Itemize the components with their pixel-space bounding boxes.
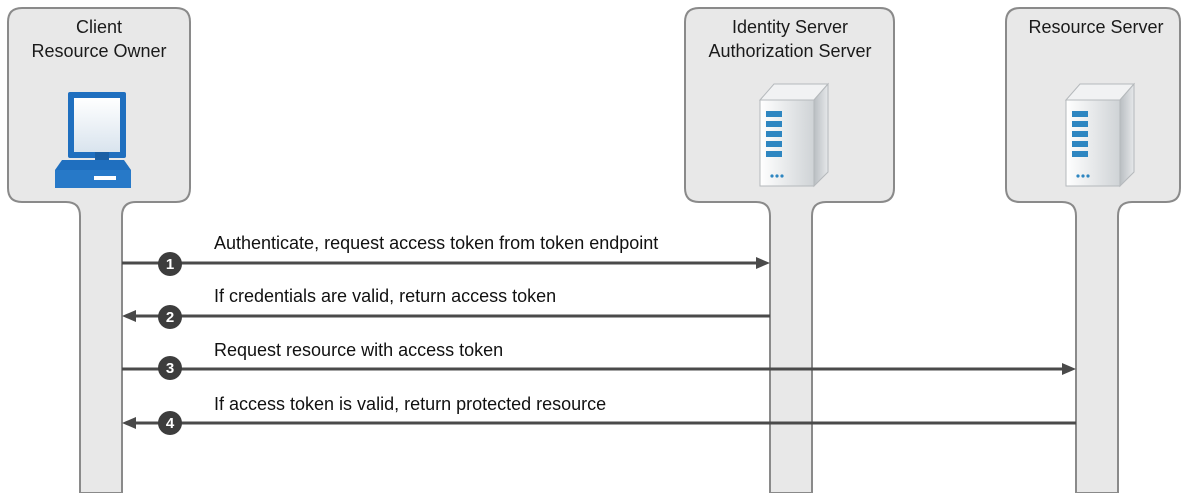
identity-title-line1: Identity Server [732,17,848,37]
message-label-4: If access token is valid, return protect… [214,394,606,414]
message-4: 4 If access token is valid, return prote… [122,394,1076,435]
client-title-line2: Resource Owner [31,41,166,61]
step-badge-4 [158,411,182,435]
message-label-3: Request resource with access token [214,340,503,360]
step-number-4: 4 [166,415,175,432]
lane-resource-server [1005,7,1181,493]
message-2: 2 If credentials are valid, return acces… [122,286,770,329]
resource-title: Resource Server [1028,17,1163,37]
lane-identity-server [684,7,895,493]
step-number-1: 1 [166,256,174,273]
message-label-2: If credentials are valid, return access … [214,286,556,306]
step-badge-3 [158,356,182,380]
message-1: 1 Authenticate, request access token fro… [122,233,770,276]
identity-title-line2: Authorization Server [708,41,871,61]
step-badge-1 [158,252,182,276]
server-icon [1064,82,1136,188]
message-3: 3 Request resource with access token [122,340,1076,380]
computer-icon [55,92,131,188]
server-icon [758,82,830,188]
step-number-2: 2 [166,309,174,326]
step-number-3: 3 [166,360,174,377]
lane-client [7,7,191,493]
message-label-1: Authenticate, request access token from … [214,233,658,253]
client-title-line1: Client [76,17,122,37]
step-badge-2 [158,305,182,329]
